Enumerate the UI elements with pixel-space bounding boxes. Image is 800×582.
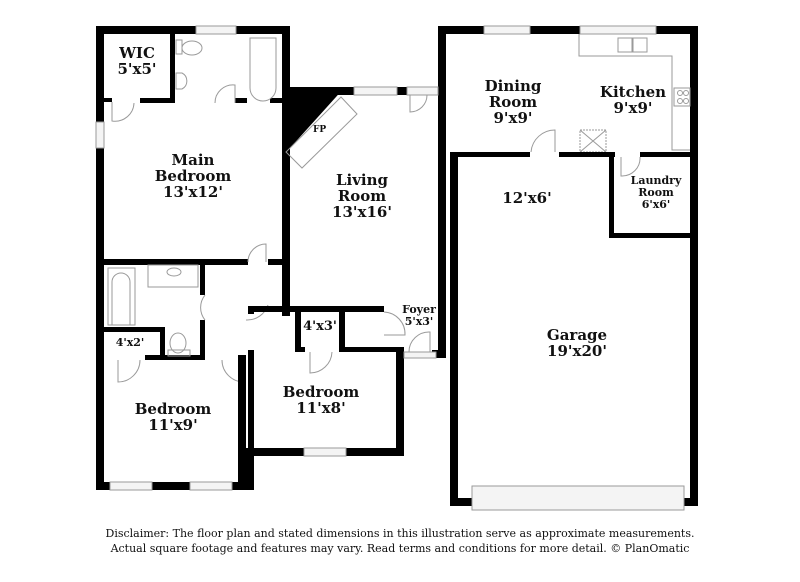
window xyxy=(195,25,237,35)
room-label-dining-room: Dining Room 9'x9' xyxy=(484,77,542,128)
room-label-bedroom-3: Bedroom 11'x8' xyxy=(282,383,360,418)
master-suite-walls xyxy=(95,25,284,149)
room-label-wic: WIC 5'x5' xyxy=(117,44,157,79)
room-label-closet-4x3: 4'x3' xyxy=(303,319,337,334)
window xyxy=(303,447,347,457)
room-label-main-bedroom: Main Bedroom 13'x12' xyxy=(154,151,232,202)
door-swing xyxy=(409,94,428,113)
disclaimer: Disclaimer: The floor plan and stated di… xyxy=(0,526,800,556)
kitchen-walls xyxy=(450,25,698,238)
fireplace-mass xyxy=(282,87,345,148)
room-label-living-room: Living Room 13'x16' xyxy=(332,171,392,222)
living-room-top-wall xyxy=(282,26,446,169)
room-label-bedroom-2: Bedroom 11'x9' xyxy=(134,400,212,435)
window xyxy=(483,25,531,35)
room-label-foyer: Foyer 5'x3' xyxy=(402,303,436,328)
window xyxy=(189,481,233,491)
window xyxy=(95,121,105,149)
fireplace-label: FP xyxy=(313,125,327,135)
window xyxy=(109,481,153,491)
disclaimer-line-2: Actual square footage and features may v… xyxy=(110,542,690,555)
room-label-hall-area: 12'x6' xyxy=(502,189,552,207)
door-frame xyxy=(406,86,439,96)
bedroom-foyer-walls xyxy=(248,306,437,457)
room-label-laundry-room: Laundry Room 6'x6' xyxy=(630,174,682,211)
window xyxy=(579,25,657,35)
garage-door xyxy=(471,485,685,511)
room-label-garage: Garage 19'x20' xyxy=(546,326,608,361)
disclaimer-line-1: Disclaimer: The floor plan and stated di… xyxy=(105,527,695,540)
room-label-closet-4x2: 4'x2' xyxy=(115,336,145,349)
room-label-kitchen: Kitchen 9'x9' xyxy=(599,83,667,118)
exterior-walls xyxy=(96,26,698,506)
fireplace-hearth xyxy=(285,96,358,169)
hall-bath-walls xyxy=(104,243,288,490)
window xyxy=(353,86,398,96)
